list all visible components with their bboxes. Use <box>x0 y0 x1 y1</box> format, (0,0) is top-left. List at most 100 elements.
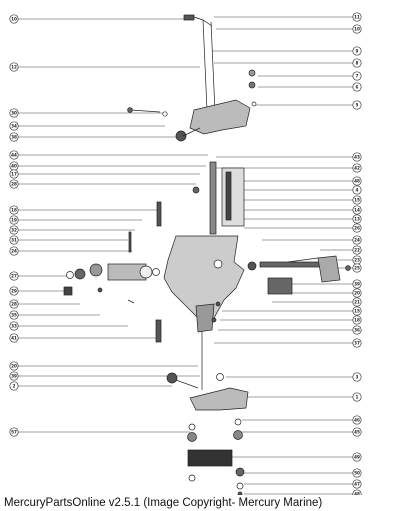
nut-part <box>89 263 103 277</box>
callout-number: 9 <box>356 49 359 54</box>
callout-circle <box>9 169 19 179</box>
callout-circle <box>9 121 19 131</box>
callout-circle <box>9 132 19 142</box>
callout-number: 48 <box>354 492 360 496</box>
callout-circle <box>9 321 19 331</box>
nut-part <box>235 467 245 477</box>
knob-part <box>175 130 187 142</box>
callout-number: 39 <box>11 374 17 379</box>
small-screw-part <box>97 287 103 293</box>
small-screw-part <box>211 317 217 323</box>
callout-number: 7 <box>356 74 359 79</box>
callout-number: 25 <box>354 266 360 271</box>
callout-labels: 1012303438444017281819323124272928353341… <box>9 12 362 496</box>
pivot-pin-part <box>225 171 232 221</box>
trim-rod-end-part <box>247 261 257 271</box>
callout-circle <box>352 338 362 348</box>
callout-number: 13 <box>354 217 360 222</box>
callout-circle <box>352 306 362 316</box>
bolt-part <box>156 201 162 227</box>
pivot-shaft-part <box>209 161 217 235</box>
callout-number: 26 <box>354 226 360 231</box>
callout-number: 36 <box>354 328 360 333</box>
knob-part <box>166 372 178 384</box>
callout-number: 22 <box>354 248 360 253</box>
callout-number: 15 <box>354 309 360 314</box>
callout-number: 24 <box>11 249 17 254</box>
screw-head-part <box>127 107 133 113</box>
callout-circle <box>9 427 19 437</box>
callout-circle <box>9 108 19 118</box>
bushing-part <box>152 268 160 276</box>
callout-circle <box>352 235 362 245</box>
callout-number: 5 <box>356 103 359 108</box>
callout-number: 28 <box>11 182 17 187</box>
callout-circle <box>352 263 362 273</box>
leader-lines <box>18 16 353 495</box>
callout-number: 23 <box>354 258 360 263</box>
callout-circle <box>352 12 362 22</box>
callout-circle <box>352 297 362 307</box>
callout-circle <box>352 468 362 478</box>
callout-circle <box>9 14 19 24</box>
exploded-parts-diagram: 1012303438444017281819323124272928353341… <box>9 12 362 496</box>
callout-number: 10 <box>354 27 360 32</box>
nut-part <box>345 265 351 271</box>
callout-number: 49 <box>354 455 360 460</box>
small-screw-part <box>215 301 221 307</box>
callout-number: 30 <box>11 111 17 116</box>
callout-number: 27 <box>11 274 17 279</box>
callout-number: 2 <box>13 384 16 389</box>
callout-circle <box>352 489 362 495</box>
callout-number: 47 <box>354 482 360 487</box>
callout-number: 10 <box>11 17 17 22</box>
callout-circle <box>352 24 362 34</box>
nut-part <box>74 268 86 280</box>
callout-number: 50 <box>354 471 360 476</box>
callout-circle <box>352 205 362 215</box>
callout-circle <box>9 310 19 320</box>
bracket-hole-part <box>213 259 223 269</box>
parts-illustration <box>63 14 351 495</box>
callout-number: 17 <box>11 172 17 177</box>
callout-circle <box>352 185 362 195</box>
small-screw-part <box>237 491 243 495</box>
callout-number: 31 <box>11 238 17 243</box>
pivot-tube-part <box>221 167 245 227</box>
callout-circle <box>352 415 362 425</box>
callout-circle <box>9 333 19 343</box>
grease-fitting-part <box>63 286 73 296</box>
callout-circle <box>352 372 362 382</box>
knob-stem-part <box>182 127 201 137</box>
callout-number: 37 <box>354 341 360 346</box>
callout-circle <box>352 223 362 233</box>
callout-circle <box>352 163 362 173</box>
bolt-part <box>155 319 162 343</box>
callout-circle <box>352 176 362 186</box>
knob-stem-part <box>175 379 199 389</box>
callout-number: 6 <box>356 85 359 90</box>
callout-circle <box>352 392 362 402</box>
callout-number: 35 <box>11 313 17 318</box>
callout-number: 32 <box>11 228 17 233</box>
screw-part <box>130 109 161 113</box>
washer-part <box>251 101 257 107</box>
washer-part <box>66 271 74 279</box>
washer-part <box>188 423 196 431</box>
callout-circle <box>9 246 19 256</box>
callout-number: 46 <box>354 418 360 423</box>
callout-number: 57 <box>11 430 17 435</box>
trim-block-part <box>267 277 293 295</box>
callout-circle <box>9 225 19 235</box>
callout-circle <box>9 299 19 309</box>
lower-bracket-part <box>189 387 249 411</box>
image-copyright-footer: MercuryPartsOnline v2.5.1 (Image Copyrig… <box>4 497 323 509</box>
callout-number: 41 <box>11 336 17 341</box>
callout-circle <box>352 214 362 224</box>
callout-circle <box>9 215 19 225</box>
long-rod-part <box>202 19 208 111</box>
callout-circle <box>9 179 19 189</box>
callout-circle <box>352 71 362 81</box>
callout-circle <box>9 150 19 160</box>
callout-circle <box>352 46 362 56</box>
